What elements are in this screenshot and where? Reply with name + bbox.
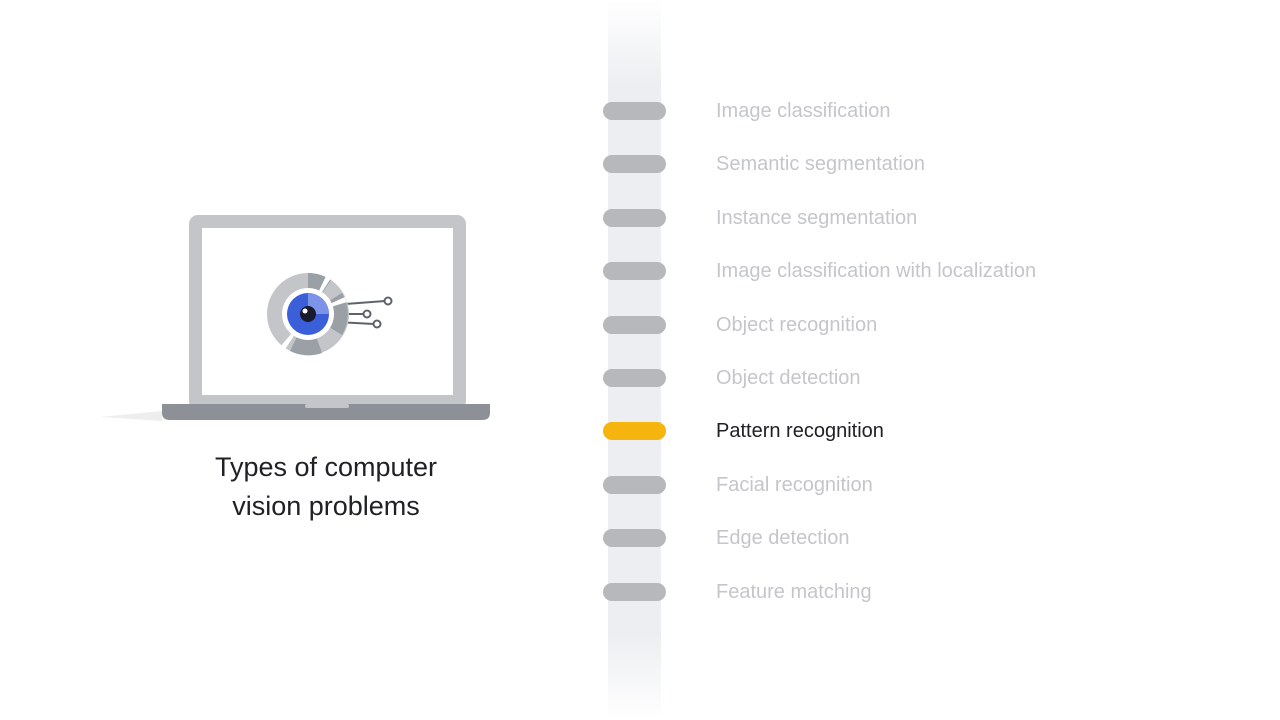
- list-item-label: Semantic segmentation: [716, 153, 926, 175]
- laptop-vision-eye-icon: [100, 215, 490, 421]
- list-item: Image classification: [603, 100, 1203, 122]
- title-line-1: Types of computer: [214, 452, 438, 482]
- list-item-label: Pattern recognition: [716, 420, 884, 442]
- marker-pill: [603, 583, 666, 601]
- list-item-label: Object detection: [716, 367, 861, 389]
- marker-pill: [603, 369, 666, 387]
- list-item-label: Facial recognition: [716, 474, 873, 496]
- list-item-label: Instance segmentation: [716, 207, 918, 229]
- list-item: Image classification with localization: [603, 260, 1203, 282]
- list-item: Object detection: [603, 367, 1203, 389]
- list-item-label: Feature matching: [716, 581, 872, 603]
- list-item-label: Edge detection: [716, 527, 850, 549]
- list-item: Feature matching: [603, 581, 1203, 603]
- list-item: Object recognition: [603, 314, 1203, 336]
- marker-pill: [603, 422, 666, 440]
- list-item-label: Object recognition: [716, 314, 878, 336]
- list-item: Edge detection: [603, 527, 1203, 549]
- marker-pill: [603, 155, 666, 173]
- marker-pill: [603, 262, 666, 280]
- list-item: Instance segmentation: [603, 207, 1203, 229]
- marker-pill: [603, 209, 666, 227]
- list-item: Semantic segmentation: [603, 153, 1203, 175]
- list-item-label: Image classification: [716, 100, 891, 122]
- list-item: Pattern recognition: [603, 420, 1203, 442]
- list-item-label: Image classification with localization: [716, 260, 1037, 282]
- marker-pill: [603, 529, 666, 547]
- marker-pill: [603, 476, 666, 494]
- slide-title: Types of computer vision problems: [176, 448, 476, 526]
- list-item: Facial recognition: [603, 474, 1203, 496]
- marker-pill: [603, 316, 666, 334]
- title-line-2: vision problems: [232, 491, 420, 521]
- marker-pill: [603, 102, 666, 120]
